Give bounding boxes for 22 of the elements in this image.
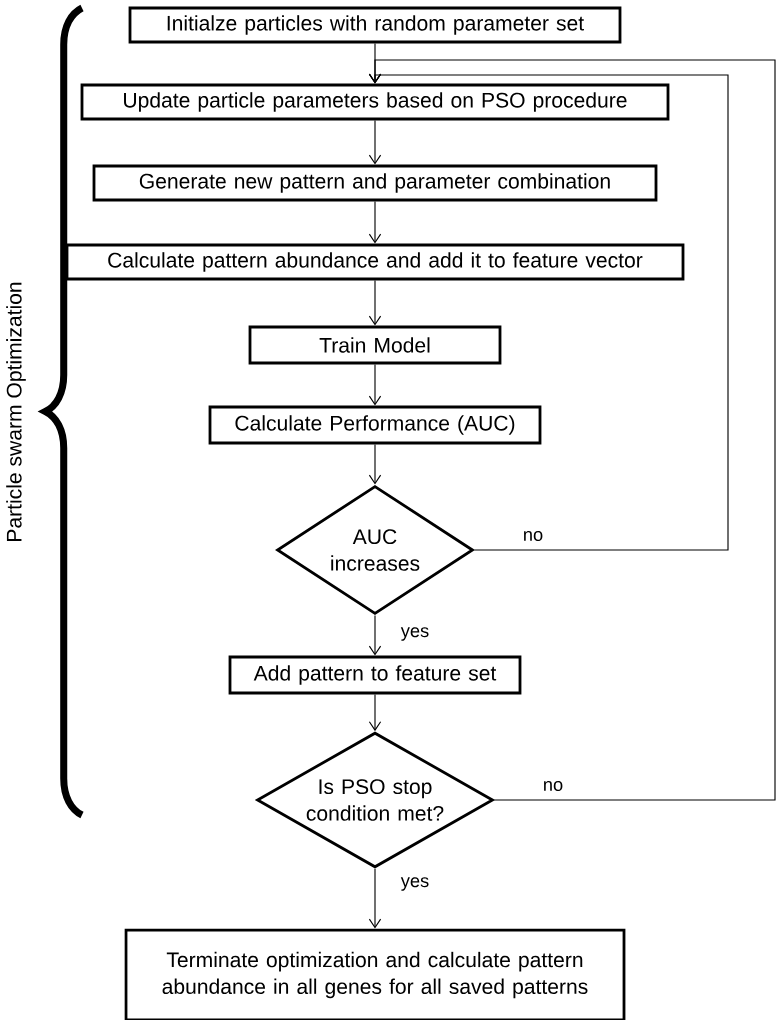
edge-label: no (521, 529, 545, 543)
edge-label: yes (399, 625, 431, 643)
arrow (368, 614, 382, 656)
process-box: Update particle parameters based on PSO procedure (80, 83, 670, 121)
process-box: Calculate pattern abundance and add it to feature vector (65, 243, 685, 281)
edge-label: yes (399, 875, 431, 893)
arrow (368, 279, 382, 326)
arrow (368, 693, 382, 732)
process-box: Calculate Performance (AUC) (208, 405, 542, 445)
arrow (368, 59, 776, 801)
edge-label: no (541, 779, 565, 793)
process-box: Generate new pattern and parameter combination (92, 164, 658, 202)
arrow (368, 363, 382, 406)
arrow (368, 443, 382, 485)
arrow (368, 868, 382, 929)
process-box: Add pattern to feature set (228, 655, 522, 695)
arrow (368, 200, 382, 244)
process-box: Train Model (248, 325, 502, 365)
process-box: Terminate optimization and calculate pattern abundance in all genes for all saved patterns (124, 928, 626, 1020)
brace-label: Particle swarm Optimization (6, 282, 26, 541)
process-box: Initialze particles with random parameter set (128, 6, 622, 44)
arrow (368, 119, 382, 165)
